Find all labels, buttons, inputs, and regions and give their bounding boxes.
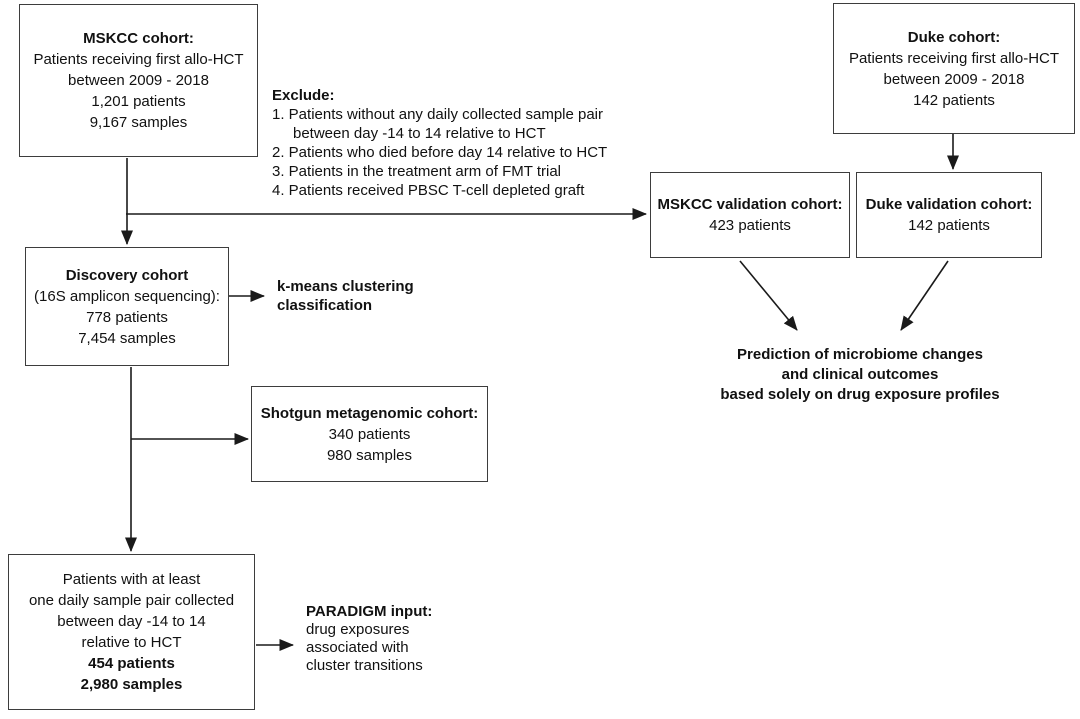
box-line: 340 patients <box>328 425 411 443</box>
box-line: 1,201 patients <box>91 93 186 110</box>
box-line: 778 patients <box>86 308 168 326</box>
box-line: between 2009 - 2018 <box>68 72 209 89</box>
box-line: 7,454 samples <box>78 329 176 347</box>
box-line: one daily sample pair collected <box>28 592 235 609</box>
box-title: MSKCC cohort: <box>83 30 194 47</box>
box-line-bold: 454 patients <box>88 655 175 672</box>
box-line: Patients receiving first allo-HCT <box>848 49 1060 67</box>
kmeans-line: k-means clustering <box>277 278 414 295</box>
exclude-item-wrap: between day -14 to 14 relative to HCT <box>293 125 546 142</box>
duke-cohort-box: Duke cohort: Patients receiving first al… <box>833 3 1075 134</box>
box-line: (16S amplicon sequencing): <box>34 287 220 305</box>
exclude-title: Exclude: <box>272 87 335 104</box>
prediction-line: based solely on drug exposure profiles <box>720 386 1000 403</box>
box-line: 980 samples <box>326 446 413 464</box>
box-line: 9,167 samples <box>89 114 188 131</box>
paradigm-input-line: drug exposures <box>306 621 410 638</box>
box-line: between 2009 - 2018 <box>883 70 1025 88</box>
shotgun-cohort-box: Shotgun metagenomic cohort: 340 patients… <box>251 386 488 482</box>
box-line-bold: 2,980 samples <box>80 676 183 693</box>
box-title: Discovery cohort <box>65 266 189 284</box>
arrow-mskcc-validation-to-prediction <box>739 260 798 331</box>
paradigm-input-note: PARADIGM input: drug exposures associate… <box>306 603 432 675</box>
paradigm-input-line: cluster transitions <box>306 657 423 674</box>
prediction-line: and clinical outcomes <box>781 366 939 383</box>
box-line: 142 patients <box>913 91 995 109</box>
box-title: MSKCC validation cohort: <box>657 196 843 213</box>
box-line: between day -14 to 14 <box>57 613 206 630</box>
exclude-item: 2. Patients who died before day 14 relat… <box>272 144 608 161</box>
exclude-note: Exclude: 1. Patients without any daily c… <box>272 86 662 200</box>
discovery-cohort-box: Discovery cohort (16S amplicon sequencin… <box>25 247 229 366</box>
prediction-line: Prediction of microbiome changes <box>737 346 983 363</box>
mskcc-validation-box: MSKCC validation cohort: 423 patients <box>650 172 850 258</box>
paradigm-input-line: associated with <box>306 639 409 656</box>
box-title: Duke validation cohort: <box>865 196 1033 213</box>
exclude-item: 3. Patients in the treatment arm of FMT … <box>272 163 561 180</box>
arrow-duke-validation-to-prediction <box>900 260 949 331</box>
mskcc-cohort-box: MSKCC cohort: Patients receiving first a… <box>19 4 258 157</box>
kmeans-line: classification <box>277 297 373 314</box>
box-line: 423 patients <box>709 217 791 234</box>
paradigm-cohort-box: Patients with at least one daily sample … <box>8 554 255 710</box>
kmeans-note: k-means clustering classification <box>277 277 414 315</box>
box-title: Duke cohort: <box>907 28 1001 46</box>
box-line: relative to HCT <box>81 634 182 651</box>
duke-validation-box: Duke validation cohort: 142 patients <box>856 172 1042 258</box>
prediction-note: Prediction of microbiome changes and cli… <box>640 345 1080 405</box>
paradigm-input-title: PARADIGM input: <box>306 603 433 620</box>
exclude-item: 1. Patients without any daily collected … <box>272 106 604 123</box>
exclude-item: 4. Patients received PBSC T-cell deplete… <box>272 182 585 199</box>
box-line: Patients with at least <box>62 571 201 588</box>
box-line: 142 patients <box>908 217 990 234</box>
box-line: Patients receiving first allo-HCT <box>33 51 244 68</box>
box-title: Shotgun metagenomic cohort: <box>260 404 479 422</box>
